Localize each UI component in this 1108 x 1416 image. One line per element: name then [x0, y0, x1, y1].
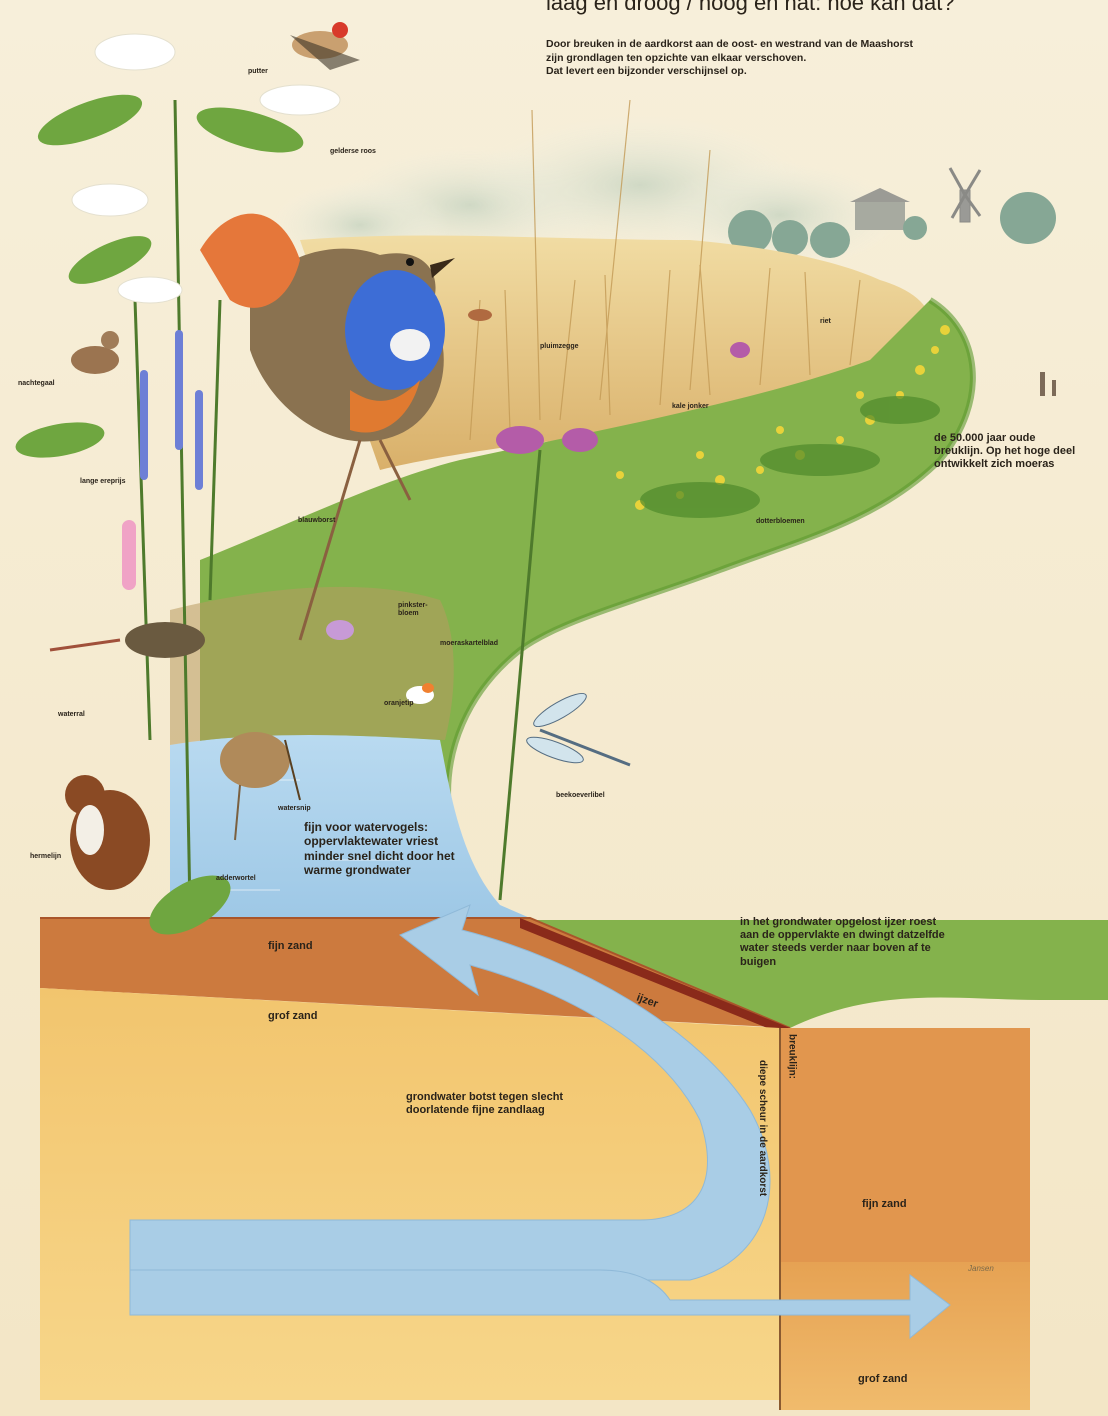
- annotation-breuklijn: breuklijn:: [786, 1034, 798, 1079]
- fine-sand-block-right: [780, 1028, 1030, 1262]
- label-lange-ereprijs: lange ereprijs: [80, 478, 126, 486]
- intro-line: Dat levert een bijzonder verschijnsel op…: [546, 65, 1016, 79]
- label-hermelijn: hermelijn: [30, 853, 61, 861]
- label-putter: putter: [248, 68, 268, 76]
- intro-line: Door breuken in de aardkorst aan de oost…: [546, 38, 1016, 52]
- annotation-diepe-scheur: diepe scheur in de aardkorst: [738, 1060, 768, 1196]
- adderwortel-spike: [122, 520, 136, 590]
- label-nachtegaal: nachtegaal: [18, 380, 55, 388]
- label-moeraskartelblad: moeraskartelblad: [440, 640, 498, 648]
- page-title: laag en droog / hoog en nat: hoe kan dat…: [546, 0, 1066, 16]
- label-riet: riet: [820, 318, 831, 326]
- intro-line: zijn grondlagen ten opzichte van elkaar …: [546, 52, 1016, 66]
- label-pinksterbloem: pinkster- bloem: [398, 602, 428, 619]
- annotation-ijzer-roest: in het grondwater opgelost ijzer roest a…: [740, 916, 955, 969]
- coarse-sand-block-right: [780, 1262, 1030, 1410]
- label-dotterbloemen: dotterbloemen: [756, 518, 805, 526]
- artist-signature: Jansen: [968, 1264, 994, 1274]
- label-pluimzegge: pluimzegge: [540, 343, 579, 351]
- label-gelderse-roos: gelderse roos: [330, 148, 376, 156]
- label-adderwortel: adderwortel: [216, 875, 256, 883]
- label-beekoeverlibel: beekoeverlibel: [556, 792, 605, 800]
- layer-fijn-zand-left: fijn zand: [268, 940, 313, 953]
- label-blauwborst: blauwborst: [298, 517, 335, 525]
- label-oranjetip: oranjetip: [384, 700, 414, 708]
- layer-grof-zand-left: grof zand: [268, 1010, 318, 1023]
- label-watersnip: watersnip: [278, 805, 311, 813]
- label-kale-jonker: kale jonker: [672, 403, 709, 411]
- intro-text: Door breuken in de aardkorst aan de oost…: [546, 38, 1016, 79]
- layer-fijn-zand-right: fijn zand: [862, 1198, 907, 1211]
- annotation-grondwater-botst: grondwater botst tegen slecht doorlatend…: [406, 1091, 596, 1117]
- label-waterral: waterral: [58, 711, 85, 719]
- annotation-breuklijn-oud: de 50.000 jaar oude breuklijn. Op het ho…: [934, 432, 1086, 472]
- layer-grof-zand-right: grof zand: [858, 1373, 908, 1386]
- deer: [468, 309, 492, 321]
- annotation-watervogels: fijn voor watervogels: oppervlaktewater …: [304, 820, 476, 878]
